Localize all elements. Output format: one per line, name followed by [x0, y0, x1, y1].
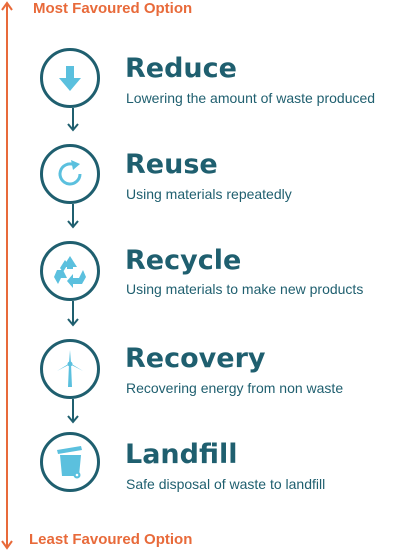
step-title-recovery: Recovery [125, 343, 266, 374]
least-favoured-label: Least Favoured Option [29, 531, 193, 548]
step-desc-recovery: Recovering energy from non waste [126, 380, 344, 396]
step-title-landfill: Landfill [125, 439, 238, 470]
reduce-icon-circle [40, 48, 100, 108]
recovery-icon-circle [40, 339, 100, 399]
favour-axis-arrow [1, 1, 13, 550]
step-title-reuse: Reuse [125, 149, 218, 180]
step-desc-reduce: Lowering the amount of waste produced [126, 90, 376, 106]
reuse-icon-circle [40, 144, 100, 204]
down-arrow-icon [59, 66, 81, 91]
recycle-icon-circle [40, 241, 100, 301]
landfill-icon-circle [40, 432, 100, 492]
step-title-recycle: Recycle [125, 245, 242, 276]
wheelie-bin-icon [57, 446, 82, 479]
wind-turbine-icon [57, 350, 83, 387]
recycle-icon [54, 256, 86, 288]
step-desc-recycle: Using materials to make new products [126, 281, 364, 297]
step-desc-reuse: Using materials repeatedly [126, 186, 292, 202]
step-title-reduce: Reduce [125, 53, 237, 84]
step-desc-landfill: Safe disposal of waste to landfill [126, 476, 326, 492]
most-favoured-label: Most Favoured Option [33, 0, 193, 17]
refresh-icon [58, 160, 82, 186]
